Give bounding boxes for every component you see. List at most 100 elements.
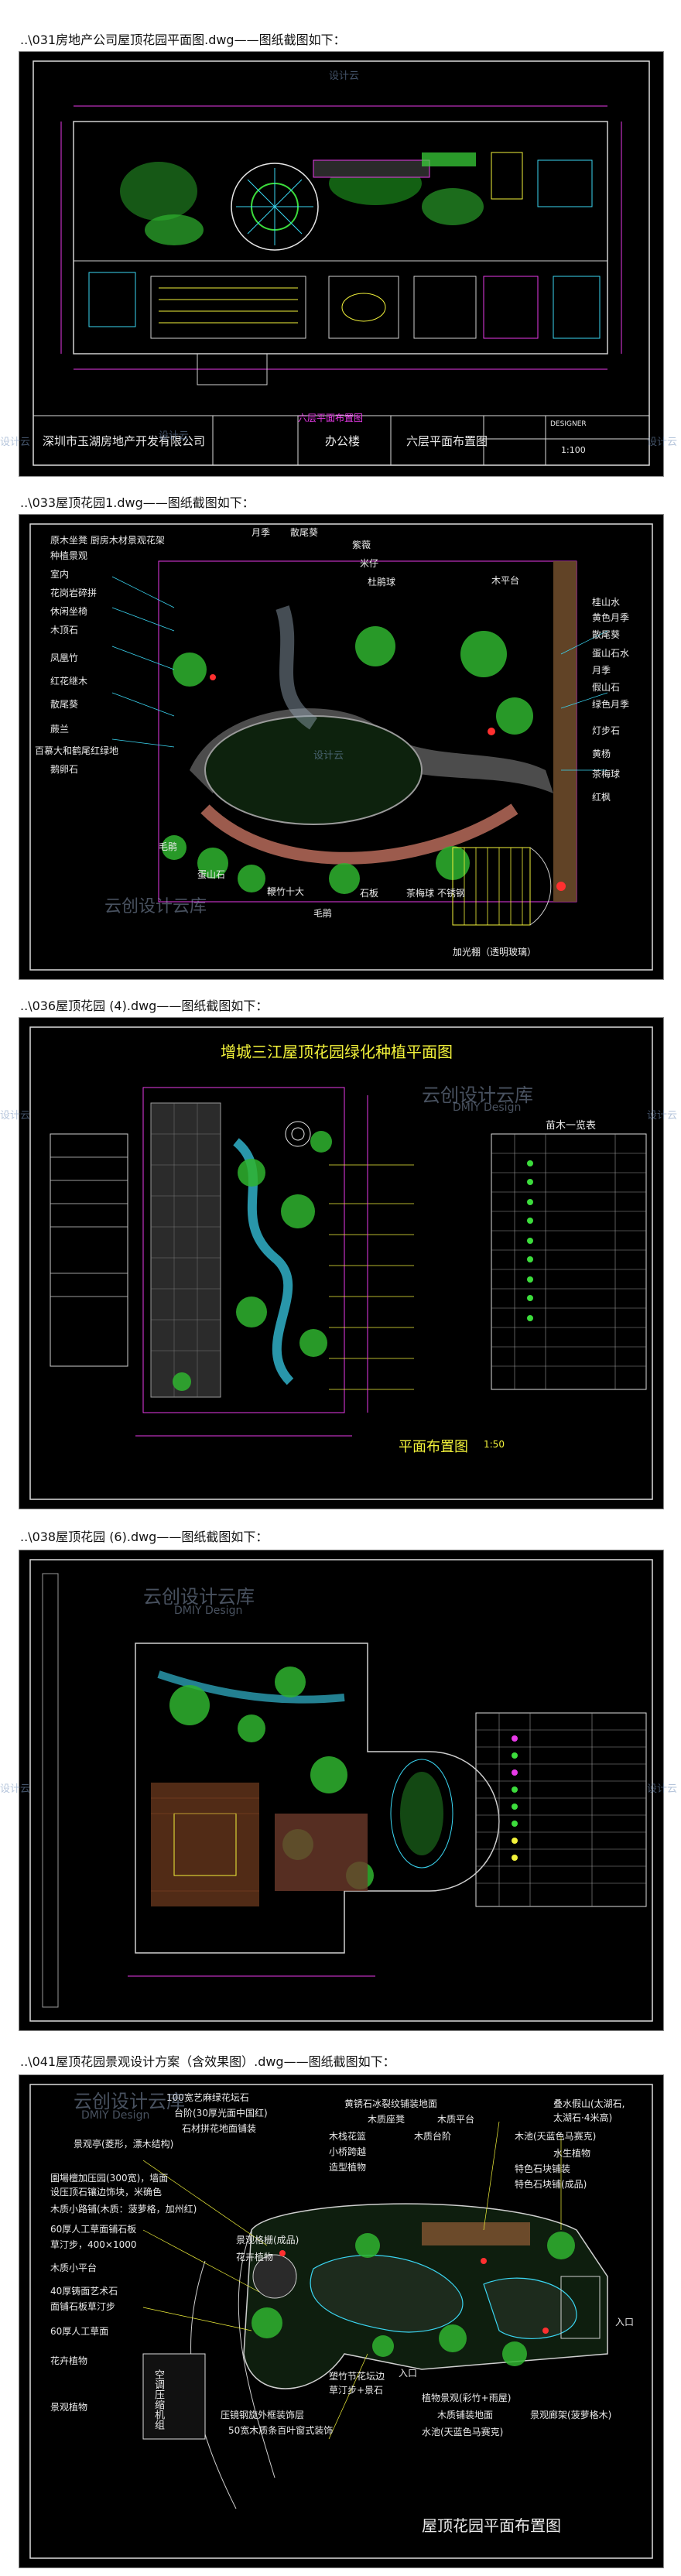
entry-label: 入口 xyxy=(615,2317,635,2328)
label: 散尾葵 xyxy=(592,629,621,640)
panel-5-drawing: 100宽艺麻绿花坛石 台阶(30厚光面中国红) 石材拼花地面铺装 景观亭(菱形，… xyxy=(19,2074,664,2568)
label: 加光棚（透明玻璃） xyxy=(453,947,537,957)
label: 花岗岩碎拼 xyxy=(50,587,98,598)
panel-1-caption: ..\031房地产公司屋顶花园平面图.dwg——图纸截图如下： xyxy=(20,33,346,47)
label: 百慕大和鹤尾红绿地 xyxy=(35,745,119,756)
label: 月季 xyxy=(592,665,611,676)
label: 绿色月季 xyxy=(592,699,630,710)
watermark: 设计云 xyxy=(159,430,190,442)
label: 散尾葵 xyxy=(290,527,319,538)
title-block-building: 办公楼 xyxy=(325,434,361,448)
ac-room-label: 空调压缩机组 xyxy=(152,2369,164,2430)
label: 蕨兰 xyxy=(50,724,70,735)
panel-4-caption: ..\038屋顶花园 (6).dwg——图纸截图如下： xyxy=(20,1530,269,1544)
plan-subtitle: 平面布置图 xyxy=(399,1439,468,1455)
label: 40厚铸面艺术石 xyxy=(50,2286,118,2297)
label: 園場檀加压园(300宽)，墙面 xyxy=(50,2173,169,2184)
label: 叠水假山(太湖石, xyxy=(553,2098,625,2109)
watermark: 设计云 xyxy=(647,1110,678,1122)
label: 水生植物 xyxy=(553,2148,591,2159)
label: 石材拼花地面铺装 xyxy=(182,2123,257,2134)
label: 毛鹃 xyxy=(313,908,333,919)
label: 室内 xyxy=(50,569,70,580)
panel-5-cad-svg xyxy=(29,2084,653,2559)
watermark: 设计云 xyxy=(647,437,678,448)
label: 石板 xyxy=(360,888,379,899)
label: 60厚人工草面铺石板 xyxy=(50,2224,137,2235)
watermark-logo: 云创设计云库 xyxy=(422,1084,533,1106)
label: 灯步石 xyxy=(592,725,621,736)
label: 太湖石·4米高) xyxy=(553,2112,613,2123)
title-block-scale: 1:100 xyxy=(561,445,586,455)
watermark-logo-en: DMIY Design xyxy=(174,1605,243,1617)
label: 景观亭(菱形，漂木结构) xyxy=(74,2139,174,2150)
watermark-logo: 云创设计云库 xyxy=(143,1586,255,1608)
panel-1-cad-svg xyxy=(33,60,650,466)
label: 景观植物 xyxy=(50,2402,88,2413)
label: 造型植物 xyxy=(329,2162,367,2173)
label: 蛋山石水 xyxy=(592,648,630,659)
plan-title: 屋顶花园平面布置图 xyxy=(422,2516,561,2535)
panel-4-drawing: 云创设计云库 DMIY Design xyxy=(19,1550,664,2031)
label: 植物景观(彩竹+雨屋) xyxy=(422,2393,512,2403)
panel-2-cad-svg xyxy=(29,523,653,971)
label: 红花继木 xyxy=(50,676,88,687)
watermark-logo: 云创设计云库 xyxy=(104,897,207,916)
plant-table-title: 苗木一览表 xyxy=(546,1120,597,1132)
label: 鞭竹十大 xyxy=(267,886,305,897)
title-block-designer: DESIGNER xyxy=(550,420,587,428)
label: 木栈花篮 xyxy=(329,2131,367,2142)
label: 假山石 xyxy=(592,682,621,693)
label: 草汀步，400×1000 xyxy=(50,2239,137,2250)
label: 木质铺装地面 xyxy=(437,2410,494,2420)
label: 黄色月季 xyxy=(592,612,630,623)
label: 木质平台 xyxy=(437,2114,475,2125)
label: 木质小平台 xyxy=(50,2263,98,2273)
label: 50宽木质条百叶窗式装饰 xyxy=(228,2425,334,2436)
label: 100宽艺麻绿花坛石 xyxy=(166,2092,249,2103)
label: 凤凰竹 xyxy=(50,653,79,663)
label: 特色石块铺(成品) xyxy=(515,2179,587,2190)
label: 水池(天蓝色马赛克) xyxy=(422,2427,504,2437)
entry-label: 入口 xyxy=(399,2368,418,2379)
title-block-drawing: 六层平面布置图 xyxy=(406,434,488,448)
label: 塑竹节花坛边 xyxy=(329,2371,385,2382)
label: 木质台阶 xyxy=(414,2131,452,2142)
label: 黄杨 xyxy=(592,748,611,759)
panel-5-caption: ..\041屋顶花园景观设计方案（含效果图）.dwg——图纸截图如下： xyxy=(20,2054,395,2069)
label: 种植景观 xyxy=(50,550,88,561)
title-block-company: 深圳市玉湖房地产开发有限公司 xyxy=(43,434,206,448)
label: 小桥跨越 xyxy=(329,2146,367,2157)
label: 木质小路铺(木质：菠萝格，加州红) xyxy=(50,2204,197,2215)
label: 红枫 xyxy=(592,792,611,803)
watermark: 设计云 xyxy=(313,750,344,762)
watermark-logo: 云创设计云库 xyxy=(74,2091,185,2112)
panel-4-cad-svg xyxy=(29,1559,653,2022)
label: 不锈钢 xyxy=(437,888,466,899)
panel-2-caption: ..\033屋顶花园1.dwg——图纸截图如下： xyxy=(20,495,255,510)
watermark: 设计云 xyxy=(0,437,31,448)
label: 蛋山石 xyxy=(197,869,226,880)
label: 60厚人工草面 xyxy=(50,2326,109,2337)
label: 景观格栅(成品) xyxy=(236,2235,299,2245)
label: 散尾葵 xyxy=(50,699,79,710)
label: 特色石块铺装 xyxy=(515,2163,571,2174)
label: 台阶(30厚光面中国红) xyxy=(174,2108,268,2119)
label: 月季 xyxy=(252,527,271,538)
label: 草汀步+景石 xyxy=(329,2385,384,2396)
label: 紫薇 xyxy=(352,540,371,550)
plan-scale: 1:50 xyxy=(484,1439,505,1450)
label: 米仔 xyxy=(360,558,379,569)
watermark: 设计云 xyxy=(647,1783,678,1795)
label: 花卉植物 xyxy=(236,2252,274,2263)
label: 桂山水 xyxy=(592,597,621,608)
watermark-logo-en: DMIY Design xyxy=(81,2109,150,2122)
label: 木质座凳 xyxy=(368,2114,406,2125)
label: 杜鹃球 xyxy=(368,577,396,587)
label: 茶梅球 xyxy=(592,769,621,779)
label: 面铺石板草汀步 xyxy=(50,2301,116,2312)
label: 木池(天蓝色马赛克) xyxy=(515,2131,597,2142)
panel-3-caption: ..\036屋顶花园 (4).dwg——图纸截图如下： xyxy=(20,999,269,1013)
panel-3-drawing: 增城三江屋顶花园绿化种植平面图 平面布置图 1:50 苗木一览表 云创设计云库 … xyxy=(19,1017,664,1509)
label: 原木坐凳 厨房木材景观花架 xyxy=(50,535,165,546)
